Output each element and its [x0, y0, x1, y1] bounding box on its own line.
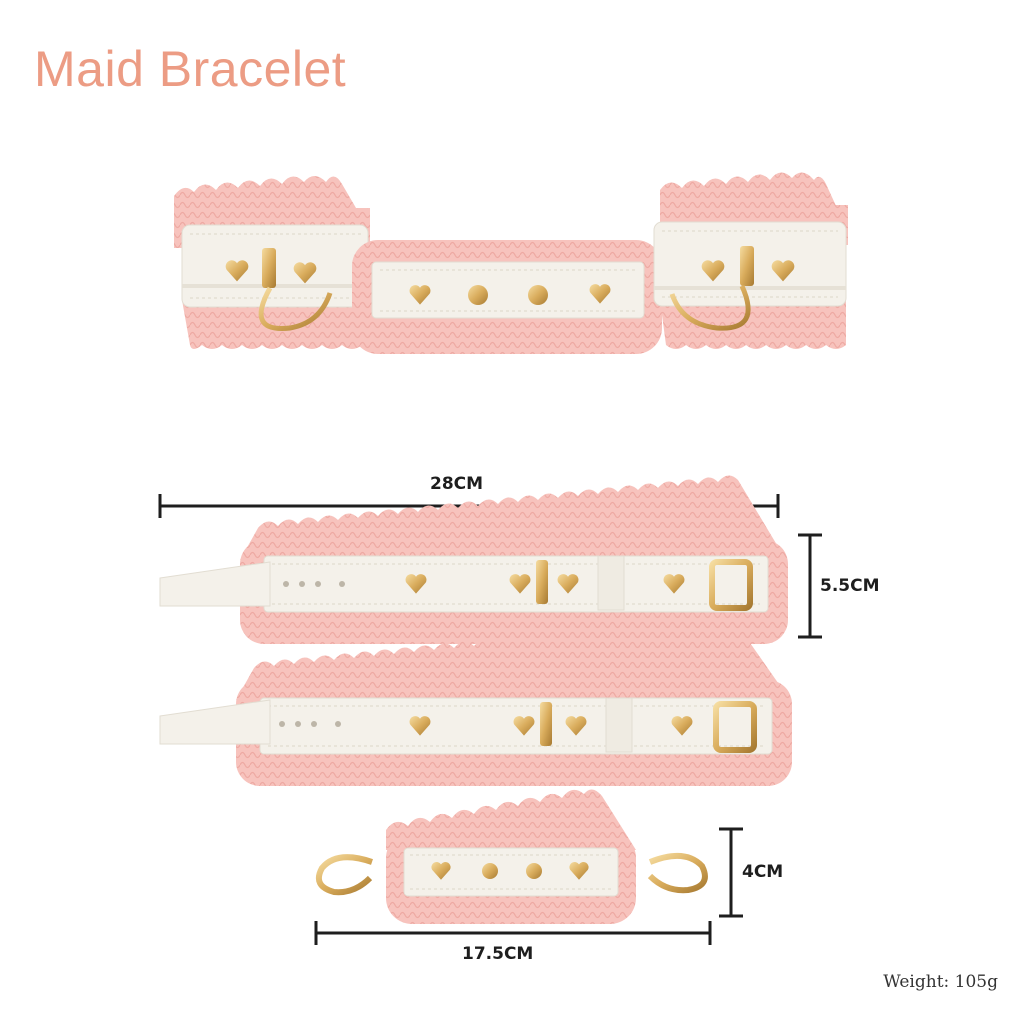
snap-hook-icon [316, 854, 400, 896]
snap-hook-icon [622, 853, 708, 894]
connector-link [316, 789, 708, 924]
cuff-width-label: 5.5CM [820, 576, 880, 596]
round-rivet-icon [528, 285, 548, 305]
round-rivet-icon [526, 863, 542, 879]
weight-label: Weight: 105g [883, 972, 998, 992]
cuff-flat-1 [159, 475, 788, 644]
buckle-icon [713, 701, 757, 753]
assembled-set-photo [174, 172, 848, 354]
link-length-label: 17.5CM [462, 944, 534, 964]
round-rivet-icon [468, 285, 488, 305]
snap-hook-icon [258, 286, 333, 331]
product-title: Maid Bracelet [34, 41, 347, 97]
center-link [352, 240, 662, 354]
buckle-icon [262, 248, 276, 288]
right-cuff [653, 172, 848, 349]
round-rivet-icon [482, 863, 498, 879]
cuff-length-label: 28CM [430, 474, 484, 494]
link-width-label: 4CM [742, 862, 784, 882]
snap-hook-icon [669, 284, 751, 331]
buckle-icon [709, 559, 753, 611]
buckle-icon [740, 246, 754, 286]
left-cuff [174, 176, 370, 349]
cuff-flat-2 [159, 615, 792, 786]
